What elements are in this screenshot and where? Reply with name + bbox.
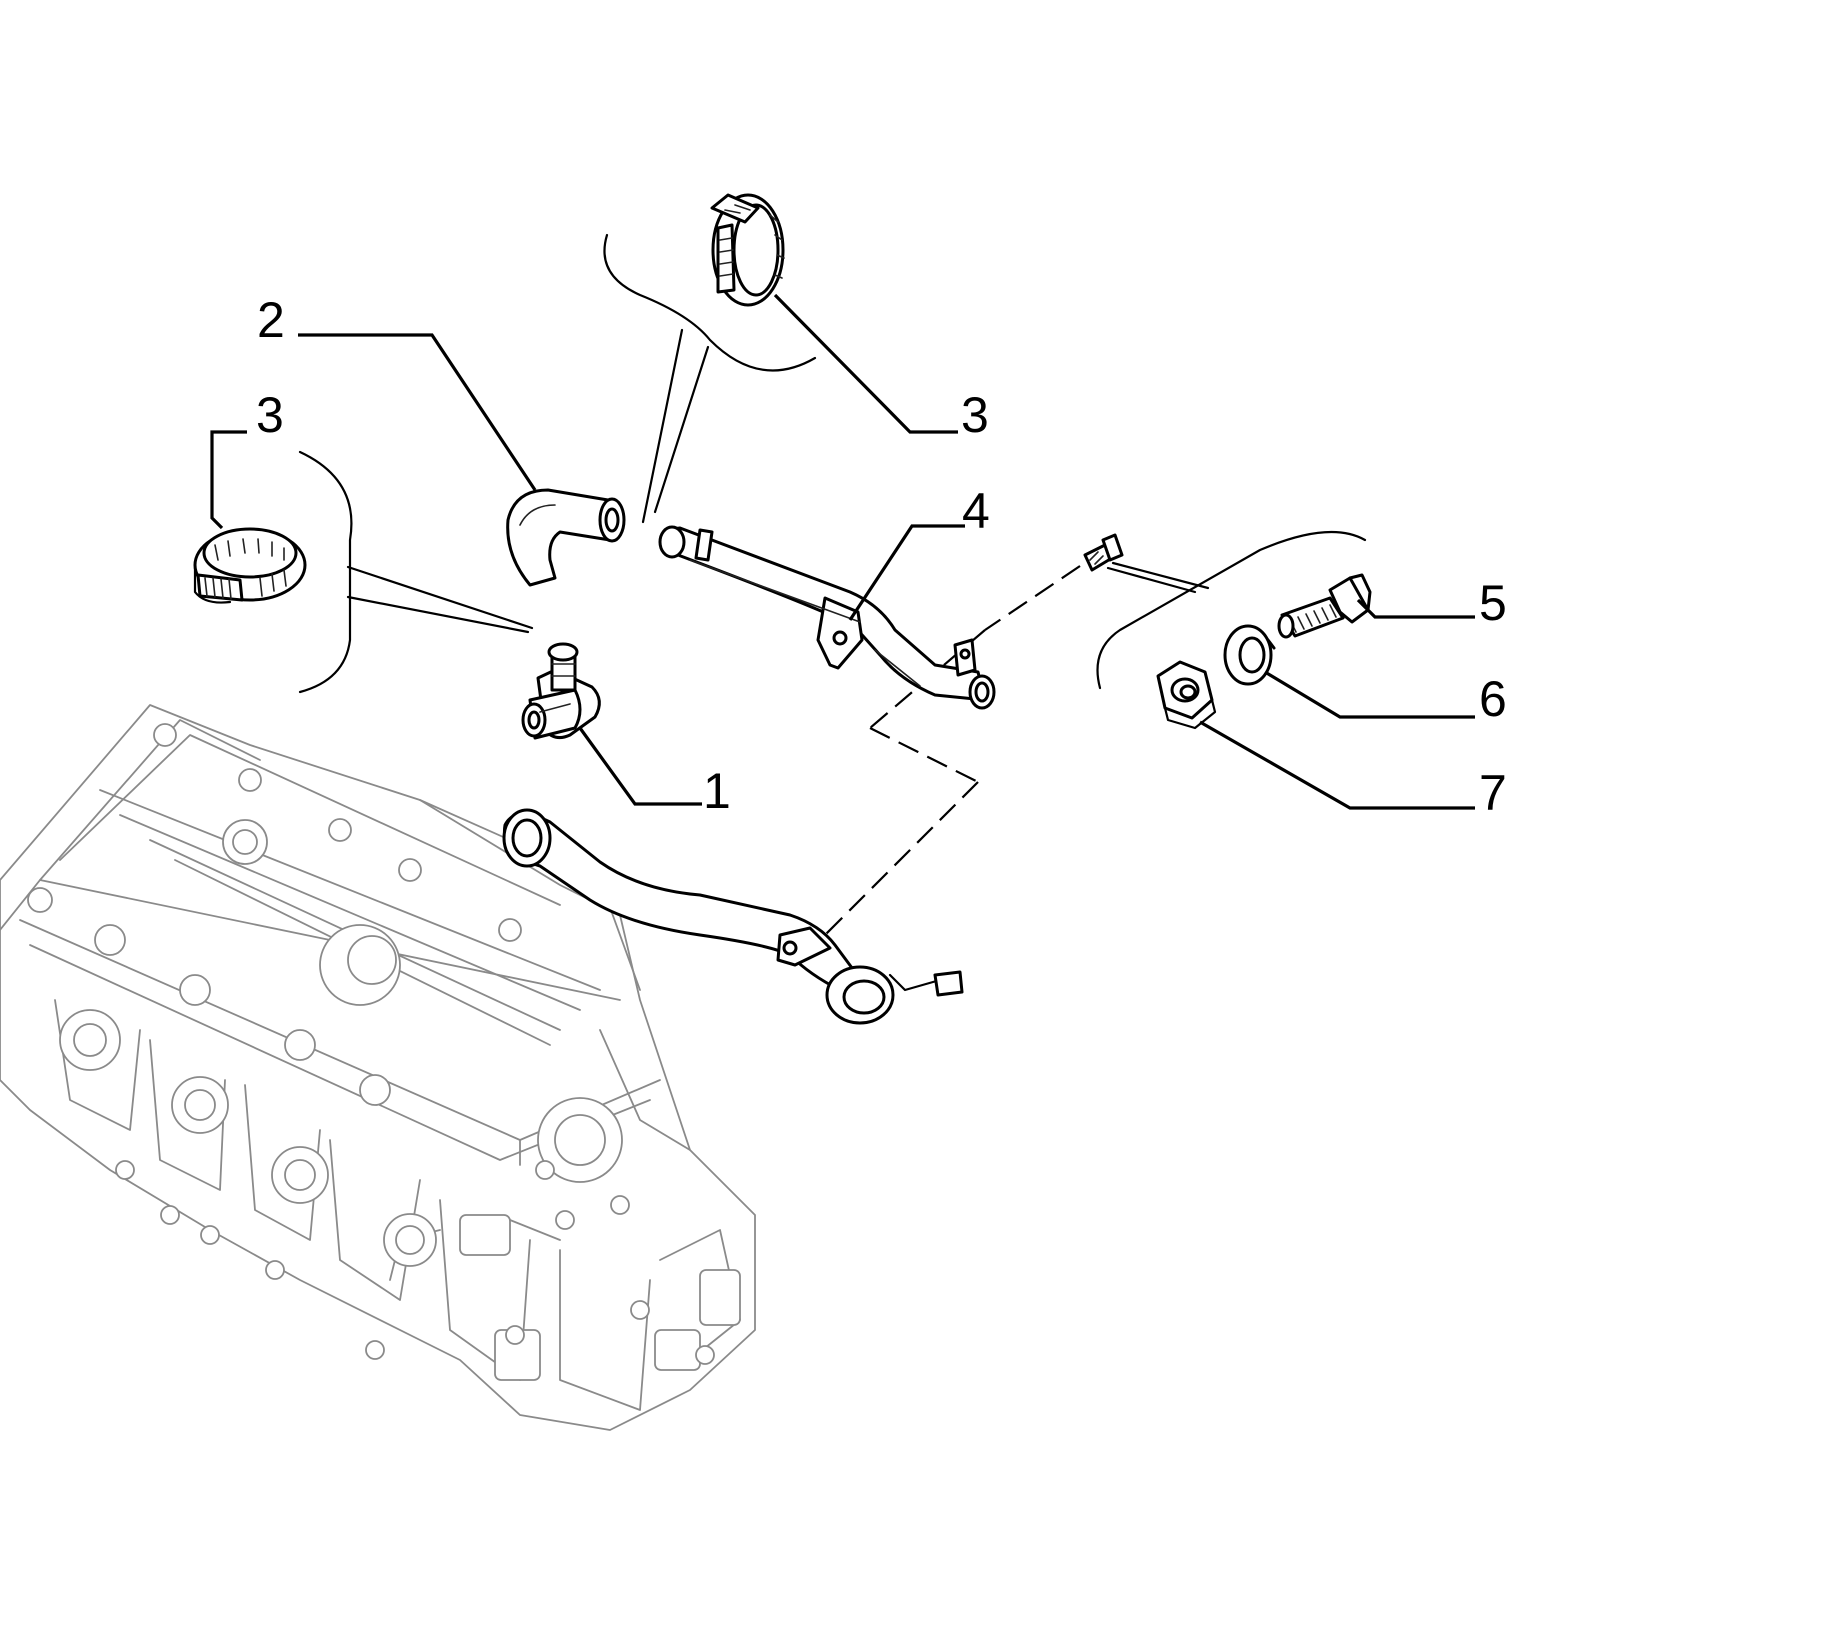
engine-cylinder-head — [0, 704, 756, 1431]
part-3-hose-clamp-left — [193, 527, 307, 604]
part-3-hose-clamp-top — [710, 193, 785, 307]
callout-5: 5 — [1479, 575, 1507, 631]
callout-2: 2 — [257, 292, 285, 348]
callout-3-top: 3 — [961, 387, 989, 443]
small-screw — [1083, 533, 1124, 572]
leader-lines — [210, 293, 1475, 810]
left-grouping-bracket — [298, 450, 534, 694]
right-grouping-bracket — [1096, 530, 1367, 690]
callout-3-left: 3 — [256, 387, 284, 443]
top-grouping-bracket — [603, 233, 817, 524]
part-2-hose — [506, 488, 626, 587]
callout-7: 7 — [1479, 765, 1507, 821]
part-1-fitting — [521, 642, 601, 740]
part-7-hex-nut — [1156, 660, 1217, 730]
callout-1: 1 — [703, 763, 731, 819]
part-6-split-washer — [1223, 624, 1276, 686]
callout-4: 4 — [962, 483, 990, 539]
callout-labels: 1 2 3 3 4 5 6 7 — [256, 292, 1507, 821]
callout-6: 6 — [1479, 671, 1507, 727]
part-4-pipe — [658, 525, 996, 710]
lower-coolant-pipe — [502, 808, 964, 1025]
part-5-bolt — [1277, 573, 1372, 639]
